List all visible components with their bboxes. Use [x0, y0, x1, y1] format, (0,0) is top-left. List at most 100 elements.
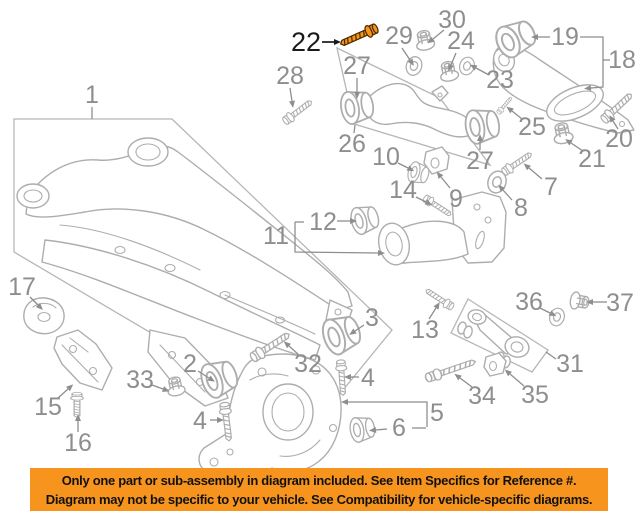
clip-9	[423, 146, 450, 175]
arrowhead-16	[75, 414, 81, 421]
washer-29	[403, 54, 425, 78]
callout-label-23: 23	[486, 66, 514, 94]
toe-link-box	[450, 298, 549, 373]
callout-label-18: 18	[608, 46, 636, 74]
callout-label-32: 32	[294, 350, 322, 378]
callout-label-35: 35	[521, 381, 549, 409]
leader-line-10	[397, 162, 409, 169]
leader-line-33	[151, 384, 164, 390]
nut-24	[437, 59, 461, 84]
callout-label-31: 31	[556, 350, 584, 378]
callout-label-22: 22	[291, 27, 321, 57]
leader-line-13	[428, 307, 437, 320]
leader-line-34	[459, 377, 473, 388]
leader-line-2	[197, 370, 210, 379]
callout-label-3: 3	[365, 304, 379, 332]
arrowhead-14	[424, 199, 433, 206]
callout-label-34: 34	[468, 382, 496, 410]
callout-label-33: 33	[126, 366, 154, 394]
arrowhead-7	[523, 163, 531, 171]
nut-37	[568, 290, 591, 312]
callout-label-27b: 27	[466, 147, 494, 175]
arrowhead-13	[433, 302, 440, 310]
leader-line-36	[539, 307, 551, 314]
callout-label-26: 26	[338, 130, 366, 158]
arrowhead-19	[584, 85, 592, 91]
callout-label-9: 9	[449, 185, 463, 213]
callout-label-1: 1	[85, 81, 99, 109]
bolt-25	[495, 95, 515, 116]
arrowhead-28	[289, 100, 295, 108]
arrowhead-17	[35, 302, 43, 310]
callout-label-15: 15	[34, 393, 62, 421]
upper-arm-bushing-rear	[462, 105, 503, 147]
subframe-box	[13, 118, 393, 429]
callout-label-2: 2	[183, 350, 197, 378]
leader-line-15	[57, 388, 69, 399]
arrowhead-22	[334, 39, 341, 45]
callout-label-8: 8	[514, 194, 528, 222]
leader-line-9	[440, 176, 451, 189]
callout-label-37: 37	[606, 289, 634, 317]
leader-line-26	[353, 124, 356, 134]
callout-label-14: 14	[389, 176, 417, 204]
leader-line-11	[294, 222, 379, 254]
leader-line-24	[450, 52, 457, 66]
arrowhead-6	[369, 427, 377, 433]
leader-line-25	[511, 110, 523, 120]
leader-line-20	[612, 120, 619, 130]
arrowhead-33	[161, 386, 170, 392]
arrowhead-8	[498, 184, 506, 193]
arrowhead-11	[377, 250, 385, 256]
callout-label-16: 16	[64, 429, 92, 457]
bolt-22-highlighted	[337, 21, 381, 51]
callout-label-12: 12	[309, 208, 337, 236]
trailing-arm	[347, 191, 507, 266]
leader-line-31	[545, 351, 557, 360]
callout-label-4a: 4	[361, 364, 375, 392]
callout-label-25: 25	[518, 113, 546, 141]
arrowhead-21	[565, 139, 573, 146]
callout-label-11: 11	[263, 222, 289, 250]
callout-label-20: 20	[605, 125, 633, 153]
callout-label-21: 21	[578, 145, 606, 173]
bolt-34	[423, 355, 479, 385]
disclaimer-line-2: Diagram may not be specific to your vehi…	[45, 492, 593, 507]
disclaimer-banner: Only one part or sub-assembly in diagram…	[30, 468, 608, 511]
callout-label-17: 17	[8, 273, 36, 301]
arrowhead-27b	[477, 134, 483, 141]
callout-label-28: 28	[276, 62, 304, 90]
knuckle	[198, 353, 342, 468]
leader-line-7	[528, 167, 543, 180]
bushing-3	[317, 310, 366, 359]
arrowhead-19	[531, 34, 538, 40]
arrowhead-36	[548, 310, 557, 317]
callout-label-6: 6	[392, 414, 406, 442]
leader-line-21	[570, 142, 584, 152]
callout-label-29: 29	[385, 22, 413, 50]
upper-control-arm	[337, 82, 503, 147]
leader-line-17	[29, 296, 39, 306]
arrowhead-10	[406, 165, 415, 172]
clip-35	[483, 352, 507, 377]
arrowhead-20	[609, 115, 616, 123]
arrowhead-12	[350, 218, 357, 224]
bolt-7	[499, 148, 535, 178]
disclaimer-line-1: Only one part or sub-assembly in diagram…	[61, 473, 577, 488]
callout-label-5: 5	[430, 399, 444, 427]
leader-line-6	[375, 428, 388, 431]
bracket-15	[53, 329, 113, 391]
callout-label-13: 13	[411, 316, 439, 344]
arrowhead-30	[427, 36, 435, 44]
callout-label-19: 19	[551, 23, 579, 51]
arrowhead-4b	[217, 417, 224, 423]
arrowhead-32	[283, 341, 292, 349]
lower-control-arm	[490, 14, 635, 134]
callout-label-24: 24	[447, 27, 475, 55]
leader-line-19	[580, 36, 604, 89]
leader-line-14	[415, 196, 427, 203]
leader-line-5	[348, 401, 428, 427]
cover-17	[23, 297, 65, 335]
